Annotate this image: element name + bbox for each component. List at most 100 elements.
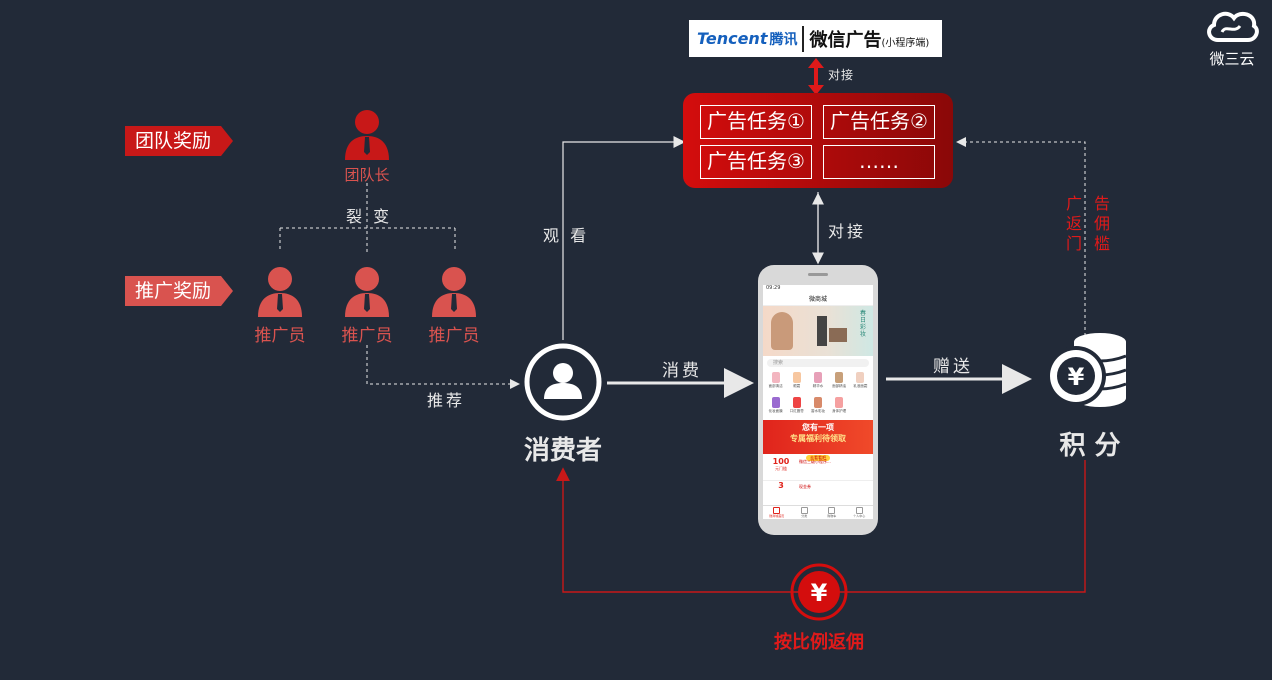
connect-top-label: 对接 — [828, 68, 855, 82]
phone-category-label: 眼霜 — [793, 384, 801, 388]
product-icon — [835, 397, 844, 408]
person-icon — [345, 267, 389, 317]
phone-nav-label: 微商城首页 — [769, 514, 785, 518]
phone-category-item[interactable]: 化妆面膜 — [765, 395, 786, 419]
gift-label: 赠送 — [933, 357, 973, 377]
ad-task-2: 广告任务② — [823, 105, 935, 139]
rebate-ratio-label: 按比例返佣 — [774, 632, 864, 653]
promo-reward-label: 推广奖励 — [135, 280, 212, 302]
ad-task-1: 广告任务① — [700, 105, 812, 139]
promo-reward-tag: 推广奖励 — [125, 276, 234, 306]
brand-logo: 微三云 — [1200, 8, 1264, 69]
consumer-label: 消费者 — [523, 436, 602, 466]
product-icon — [792, 397, 801, 408]
watch-label: 观 看 — [543, 226, 590, 245]
fission-label: 裂 变 — [346, 207, 393, 226]
nav-icon — [773, 507, 781, 514]
svg-text:¥: ¥ — [811, 579, 828, 607]
phone-nav-item[interactable]: 微商城首页 — [763, 506, 791, 519]
team-leader-label: 团队长 — [344, 166, 390, 184]
phone-category-label: 精华水 — [812, 384, 824, 388]
phone-time: 09:29 — [766, 285, 781, 291]
person-icon — [258, 267, 302, 317]
points-node: ¥ — [1040, 330, 1132, 414]
nav-icon — [800, 507, 808, 514]
user-circle-icon — [524, 343, 602, 421]
team-leader: 团队长 — [337, 108, 397, 185]
product-icon — [771, 397, 780, 408]
phone-category-item[interactable]: 香水彩妆 — [807, 395, 828, 419]
phone-shop-title: 微商城 — [763, 294, 873, 306]
consume-label: 消费 — [662, 361, 702, 381]
yen-coin-icon: ¥ — [790, 563, 848, 621]
person-icon — [345, 110, 389, 160]
promo-button[interactable]: 去看看吧 — [806, 455, 830, 461]
phone-banner: 春日彩妆 — [763, 306, 873, 356]
ad-task-panel: 广告任务① 广告任务② 广告任务③ …… — [683, 93, 953, 188]
svg-text:¥: ¥ — [1068, 363, 1085, 391]
wechat-ad-banner: Tencent 腾讯 微信广告 (小程序端) — [689, 20, 942, 57]
product-icon — [835, 372, 844, 383]
phone-category-label: 香水彩妆 — [810, 409, 825, 413]
phone-search[interactable]: 搜索 — [767, 359, 869, 367]
threshold-char: 返 — [1066, 214, 1083, 233]
phone-category-item[interactable]: 眼霜 — [786, 370, 807, 394]
phone-bottom-nav: 微商城首页 分类 购物车 个人中心 — [763, 505, 873, 519]
phone-coupon-row: 100 元门槛 微信三级小程序... — [763, 454, 873, 481]
consumer-node — [522, 343, 604, 425]
person-icon — [432, 267, 476, 317]
tencent-logo-text: Tencent — [697, 29, 768, 48]
threshold-char: 佣 — [1093, 214, 1110, 233]
phone-category-item[interactable]: 乳液面霜 — [850, 370, 871, 394]
threshold-char: 告 — [1093, 194, 1110, 213]
promoter-label: 推广员 — [341, 326, 393, 346]
phone-category-item[interactable]: 身体护理 — [829, 395, 850, 419]
promo-line2: 专属福利待领取 — [790, 434, 846, 443]
phone-promo-banner[interactable]: 您有一项 专属福利待领取 去看看吧 — [763, 420, 873, 461]
phone-category-label: 口红唇膏 — [789, 409, 804, 413]
coupon-title-2: 现金券 — [799, 484, 811, 489]
phone-category-item[interactable]: 面部精油 — [829, 370, 850, 394]
phone-nav-label: 个人中心 — [853, 514, 866, 518]
phone-nav-item[interactable]: 个人中心 — [846, 506, 874, 519]
threshold-char: 广 — [1066, 194, 1083, 213]
threshold-char: 门 — [1066, 234, 1083, 253]
phone-search-placeholder: 搜索 — [773, 360, 784, 366]
product-icon — [856, 372, 865, 383]
promoter-3: 推广员 — [424, 265, 484, 346]
phone-category-item[interactable]: 精华水 — [807, 370, 828, 394]
phone-category-item[interactable]: 口红唇膏 — [786, 395, 807, 419]
product-icon — [792, 372, 801, 383]
phone-nav-item[interactable]: 购物车 — [818, 506, 846, 519]
phone-category-item[interactable]: 面部清洁 — [765, 370, 786, 394]
coins-icon: ¥ — [1046, 333, 1127, 407]
product-icon — [813, 397, 822, 408]
brand-label: 微三云 — [1209, 50, 1255, 68]
phone-nav-item[interactable]: 分类 — [791, 506, 819, 519]
promo-line1: 您有一项 — [802, 423, 834, 432]
phone-nav-label: 分类 — [801, 514, 808, 518]
nav-icon — [828, 507, 836, 514]
threshold-char: 槛 — [1093, 234, 1110, 253]
phone-coupon-row-2: 3 现金券 — [763, 481, 873, 495]
team-reward-label: 团队奖励 — [135, 130, 212, 152]
phone-screen: 09:29 微商城 春日彩妆 搜索 面部清洁眼霜 精华水 面部精油 乳液面霜化妆面膜 口… — [763, 285, 873, 519]
promoter-label: 推广员 — [254, 326, 306, 346]
ad-task-more: …… — [823, 145, 935, 179]
rebate-coin: ¥ — [790, 563, 848, 625]
coupon-title: 微信三级小程序... — [799, 459, 831, 464]
phone-category-label: 面部精油 — [832, 384, 847, 388]
coupon-unit: 元门槛 — [775, 466, 787, 471]
phone-category-label: 乳液面霜 — [853, 384, 868, 388]
phone-category-label: 化妆面膜 — [768, 409, 783, 413]
product-icon — [813, 372, 822, 383]
rebate-threshold-label: 广告 返佣 门槛 — [1066, 194, 1110, 254]
nav-icon — [855, 507, 863, 514]
phone-nav-label: 购物车 — [827, 514, 837, 518]
phone-category-label: 身体护理 — [832, 409, 847, 413]
wechat-ad-sub: (小程序端) — [881, 38, 930, 49]
cloud-icon — [1207, 11, 1259, 42]
points-label: 积 分 — [1059, 431, 1121, 461]
phone-mockup: 09:29 微商城 春日彩妆 搜索 面部清洁眼霜 精华水 面部精油 乳液面霜化妆面膜 口… — [758, 265, 878, 535]
product-icon — [771, 372, 780, 383]
